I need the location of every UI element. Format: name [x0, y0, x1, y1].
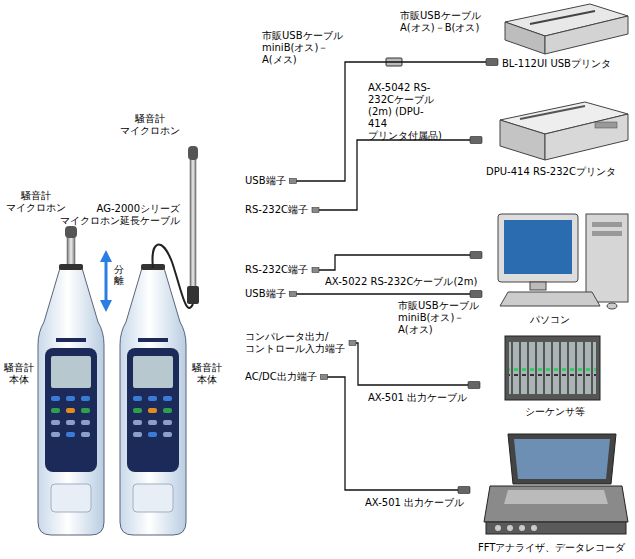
label-holder: AG-2000シリーズ マイクロホン延長ケーブル: [60, 203, 180, 227]
terminal-label: USB端子: [243, 288, 288, 300]
device-node: FFTアナライザ、データレコーダ: [470, 430, 632, 558]
cable-label: AX-501 出力ケーブル: [368, 392, 467, 404]
terminal-label: AC/DC出力端子: [243, 371, 319, 383]
separate-note: 分離: [114, 264, 124, 286]
terminal-name: RS-232C端子: [245, 204, 308, 216]
label-holder: AX-501 出力ケーブル: [365, 497, 464, 509]
cable-label: AX-501 出力ケーブル: [365, 497, 464, 509]
label-holder: AX-5042 RS-232Cケーブル(2m) (DPU-414 プリンタ付属品…: [368, 82, 442, 142]
body-label: 騒音計 本体: [192, 362, 222, 386]
device-node: BL-112UI USBプリンタ: [498, 0, 632, 74]
label-holder: 分離: [114, 264, 124, 286]
cable-plug: [290, 292, 297, 297]
cable-plug: [468, 382, 480, 389]
cable-plug: [312, 208, 319, 213]
cable-line: [290, 293, 482, 294]
cable-line: [321, 377, 470, 490]
terminal-name: RS-232C端子: [245, 264, 308, 276]
terminal-label: コンパレータ出力/ コントロール入力端子: [243, 331, 347, 355]
cable-plug: [349, 341, 356, 346]
label-holder: 騒音計 本体: [4, 362, 34, 386]
body-label: 騒音計 本体: [4, 362, 34, 386]
cable-label: AX-5022 RS-232Cケーブル(2m): [325, 276, 477, 288]
label-holder: AX-5022 RS-232Cケーブル(2m): [325, 276, 477, 288]
cable-plug: [290, 179, 297, 184]
label-holder: 騒音計 マイクロホン: [120, 113, 180, 137]
label-holder: 市販USBケーブル miniB(オス)－A(メス): [262, 30, 343, 66]
cable-label: AX-5042 RS-232Cケーブル(2m) (DPU-414 プリンタ付属品…: [368, 82, 442, 142]
device-caption: シーケンサ等: [525, 406, 585, 418]
microphone-label: 騒音計 マイクロホン: [120, 113, 180, 137]
cable-label: 市販USBケーブル miniB(オス)－A(メス): [262, 30, 343, 66]
label-holder: 騒音計 マイクロホン: [6, 190, 66, 214]
device-caption: BL-112UI USBプリンタ: [502, 58, 611, 70]
microphone-label: 騒音計 マイクロホン: [6, 190, 66, 214]
terminal-name: コンパレータ出力/ コントロール入力端子: [245, 331, 345, 355]
device-caption: FFTアナライザ、データレコーダ: [478, 542, 625, 554]
label-holder: AX-501 出力ケーブル: [368, 392, 467, 404]
terminal-name: USB端子: [245, 288, 286, 300]
terminal-label: RS-232C端子: [243, 264, 310, 276]
cable-line: [349, 343, 480, 385]
cable-plug: [470, 291, 482, 298]
cable-plug: [486, 59, 498, 66]
terminal-label: USB端子: [243, 175, 288, 187]
cable-line: [312, 255, 482, 270]
cable-plug: [470, 252, 482, 259]
cable-name: 市販USBケーブル A(オス)－B(オス): [400, 10, 481, 34]
device-node: パソコン: [482, 212, 632, 327]
cable-label: 市販USBケーブル miniB(オス)－A(オス): [398, 300, 479, 336]
device-node: シーケンサ等: [480, 330, 632, 422]
cable-plug: [458, 487, 470, 494]
device-node: DPU-414 RS-232Cプリンタ: [482, 96, 632, 186]
cable-line: [290, 62, 498, 181]
cable-plug: [321, 375, 328, 380]
terminal-label: RS-232C端子: [243, 204, 310, 216]
device-caption: パソコン: [530, 314, 570, 326]
cable-plug: [312, 268, 319, 273]
device-caption: DPU-414 RS-232Cプリンタ: [486, 166, 616, 178]
cable-line: [312, 140, 482, 210]
terminal-name: AC/DC出力端子: [245, 371, 317, 383]
label-holder: 市販USBケーブル miniB(オス)－A(オス): [398, 300, 479, 336]
label-holder: 騒音計 本体: [192, 362, 222, 386]
label-holder: 市販USBケーブル A(オス)－B(オス): [400, 10, 481, 34]
terminal-name: USB端子: [245, 175, 286, 187]
cable-name: AG-2000シリーズ マイクロホン延長ケーブル: [60, 203, 180, 227]
cable-plug: [470, 137, 482, 144]
